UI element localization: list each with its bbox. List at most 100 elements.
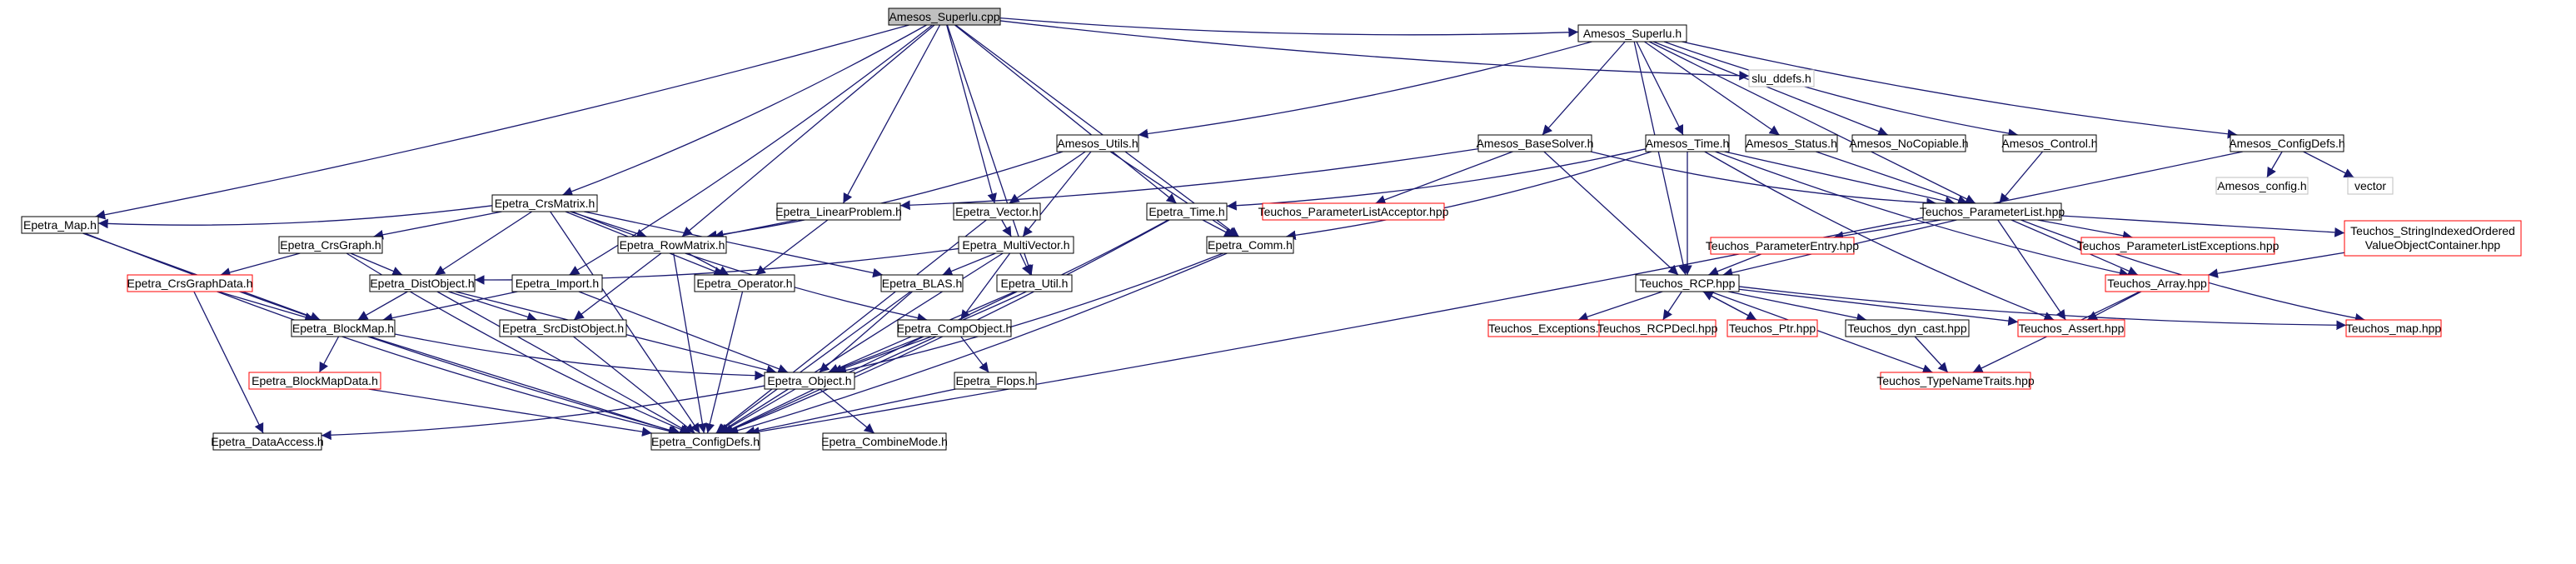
node-amesos_basesolver_h[interactable]: Amesos_BaseSolver.h [1477,134,1594,152]
edge-amesos_superlu_h-to-teuchos_rcp_hpp [1633,41,1688,276]
edge-teuchos_rcp_hpp-to-teuchos_rcpdecl_hpp [1662,291,1682,321]
node-box [958,236,1074,254]
node-label: Teuchos_dyn_cast.hpp [1847,322,1966,335]
edge-amesos_configdefs_h-to-amesos_config_h [2266,151,2283,178]
node-amesos_time_h[interactable]: Amesos_Time.h [1645,134,1730,152]
node-epetra_comm_h[interactable]: Epetra_Comm.h [1206,236,1294,254]
node-epetra_blockmapdata_h[interactable]: Epetra_BlockMapData.h [248,372,381,390]
node-label: Epetra_Time.h [1148,205,1224,218]
edge-teuchos_parameterlist_hpp-to-teuchos_array_hpp [2010,219,2139,276]
edge-epetra_vector_h-to-epetra_multivector_h [1001,219,1012,237]
edge-teuchos_rcp_hpp-to-teuchos_exceptions_hpp [1577,291,1663,322]
node-epetra_time_h[interactable]: Epetra_Time.h [1146,202,1228,221]
node-label: Epetra_SrcDistObject.h [502,322,624,335]
node-teuchos_map_hpp[interactable]: Teuchos_map.hpp [2345,319,2442,337]
edge-amesos_superlu_h-to-amesos_control_h [1663,41,2019,138]
edge-epetra_crsgraphdata_h-to-epetra_configdefs_h [217,291,679,437]
edge-epetra_vector_h-to-epetra_configdefs_h [715,219,987,434]
node-epetra_multivector_h[interactable]: Epetra_MultiVector.h [958,236,1074,254]
node-teuchos_parameterlistacceptor_hpp[interactable]: Teuchos_ParameterListAcceptor.hpp [1258,202,1449,221]
edge-epetra_comm_h-to-epetra_object_h [836,252,1223,376]
edge-teuchos_ptr_hpp-to-teuchos_rcp_hpp [1702,291,1757,321]
node-label: Epetra_BlockMapData.h [252,374,378,387]
edge-teuchos_parameterentry_hpp-to-teuchos_rcp_hpp [1708,253,1761,277]
node-box [954,372,1037,390]
node-epetra_dataaccess_h[interactable]: Epetra_DataAccess.h [211,432,324,451]
node-box [650,432,760,451]
node-epetra_util_h[interactable]: Epetra_Util.h [996,274,1073,292]
node-slu_ddefs_h[interactable]: slu_ddefs.h [1748,69,1815,87]
node-label: Amesos_NoCopiable.h [1849,137,1968,150]
node-teuchos_stringindexedorderedvalueobjectcontainer_hpp[interactable]: Teuchos_StringIndexedOrderedValueObjectC… [2344,220,2522,257]
edge-teuchos_parameterlist_hpp-to-teuchos_parameterentry_hpp [1833,219,1941,241]
node-epetra_flops_h[interactable]: Epetra_Flops.h [954,372,1037,390]
node-label: Teuchos_TypeNameTraits.hpp [1876,374,2035,387]
node-epetra_srcdistobject_h[interactable]: Epetra_SrcDistObject.h [499,319,627,337]
node-label: Epetra_MultiVector.h [962,238,1069,252]
edge-epetra_crsgraphdata_h-to-epetra_dataaccess_h [193,291,264,434]
node-amesos_utils_h[interactable]: Amesos_Utils.h [1056,134,1139,152]
node-epetra_blas_h[interactable]: Epetra_BLAS.h [880,274,964,292]
node-label: Amesos_Utils.h [1057,137,1138,150]
node-teuchos_rcp_hpp[interactable]: Teuchos_RCP.hpp [1635,274,1740,292]
node-teuchos_dyn_cast_hpp[interactable]: Teuchos_dyn_cast.hpp [1845,319,1970,337]
node-epetra_crsgraphdata_h[interactable]: Epetra_CrsGraphData.h [127,274,253,292]
node-teuchos_parameterentry_hpp[interactable]: Teuchos_ParameterEntry.hpp [1706,237,1859,255]
node-label: Amesos_Control.h [2001,137,2097,150]
node-amesos_config_h[interactable]: Amesos_config.h [2215,177,2309,195]
node-teuchos_typenametraits_hpp[interactable]: Teuchos_TypeNameTraits.hpp [1876,372,2035,390]
edge-amesos_superlu_cpp-to-amesos_superlu_h [999,17,1579,37]
edge-amesos_utils_h-to-epetra_comm_h [1109,151,1238,237]
node-epetra_combinemode_h[interactable]: Epetra_CombineMode.h [821,432,948,451]
node-teuchos_assert_hpp[interactable]: Teuchos_Assert.hpp [2017,319,2125,337]
node-label: Teuchos_Array.hpp [2107,277,2207,290]
node-box [1635,274,1740,292]
node-epetra_map_h[interactable]: Epetra_Map.h [21,216,99,234]
edge-amesos_status_h-to-teuchos_parameterlist_hpp [1816,151,1968,205]
node-box [2002,134,2097,152]
node-epetra_linearproblem_h[interactable]: Epetra_LinearProblem.h [775,202,902,221]
node-box [2080,237,2275,255]
node-epetra_operator_h[interactable]: Epetra_Operator.h [694,274,795,292]
node-teuchos_rcpdecl_hpp[interactable]: Teuchos_RCPDecl.hpp [1597,319,1718,337]
node-teuchos_parameterlist_hpp[interactable]: Teuchos_ParameterList.hpp [1920,202,2065,221]
edge-amesos_superlu_cpp-to-epetra_rowmatrix_h [681,24,935,237]
node-box [499,319,627,337]
node-epetra_blockmap_h[interactable]: Epetra_BlockMap.h [291,319,396,337]
node-amesos_superlu_h[interactable]: Amesos_Superlu.h [1577,24,1687,42]
node-box [127,274,253,292]
node-box [2345,319,2442,337]
node-epetra_distobject_h[interactable]: Epetra_DistObject.h [369,274,476,292]
node-epetra_crsgraph_h[interactable]: Epetra_CrsGraph.h [278,236,383,254]
node-teuchos_parameterlistexceptions_hpp[interactable]: Teuchos_ParameterListExceptions.hpp [2077,237,2280,255]
node-vector[interactable]: vector [2347,177,2394,195]
node-box [1748,69,1815,87]
node-label: Epetra_BLAS.h [882,277,963,290]
node-epetra_compobject_h[interactable]: Epetra_CompObject.h [897,319,1013,337]
node-epetra_vector_h[interactable]: Epetra_Vector.h [953,202,1041,221]
edge-epetra_blas_h-to-epetra_configdefs_h [716,291,911,434]
edge-teuchos_rcp_hpp-to-teuchos_assert_hpp [1738,288,2019,326]
node-epetra_configdefs_h[interactable]: Epetra_ConfigDefs.h [650,432,760,451]
edge-epetra_distobject_h-to-epetra_configdefs_h [436,291,691,434]
node-teuchos_array_hpp[interactable]: Teuchos_Array.hpp [2105,274,2210,292]
edge-epetra_time_h-to-epetra_object_h [828,219,1168,374]
node-box [822,432,947,451]
node-epetra_import_h[interactable]: Epetra_Import.h [511,274,603,292]
node-amesos_status_h[interactable]: Amesos_Status.h [1745,134,1838,152]
node-amesos_configdefs_h[interactable]: Amesos_ConfigDefs.h [2229,134,2345,152]
node-teuchos_ptr_hpp[interactable]: Teuchos_Ptr.hpp [1726,319,1818,337]
node-epetra_rowmatrix_h[interactable]: Epetra_RowMatrix.h [617,236,727,254]
edge-teuchos_stringindexedorderedvalueobjectcontainer_hpp-to-teuchos_array_hpp [2208,252,2345,278]
edge-amesos_basesolver_h-to-teuchos_parameterlistacceptor_hpp [1375,151,1513,205]
node-epetra_object_h[interactable]: Epetra_Object.h [764,372,855,390]
node-teuchos_exceptions_hpp[interactable]: Teuchos_Exceptions.hpp [1487,319,1619,337]
node-amesos_superlu_cpp[interactable]: Amesos_Superlu.cpp [888,7,1001,26]
node-label: Teuchos_ParameterList.hpp [1920,205,2065,218]
node-epetra_crsmatrix_h[interactable]: Epetra_CrsMatrix.h [491,194,598,212]
node-amesos_control_h[interactable]: Amesos_Control.h [2001,134,2098,152]
edge-epetra_compobject_h-to-epetra_object_h [832,336,932,374]
node-box [888,7,1001,26]
node-amesos_nocopiable_h[interactable]: Amesos_NoCopiable.h [1849,134,1969,152]
